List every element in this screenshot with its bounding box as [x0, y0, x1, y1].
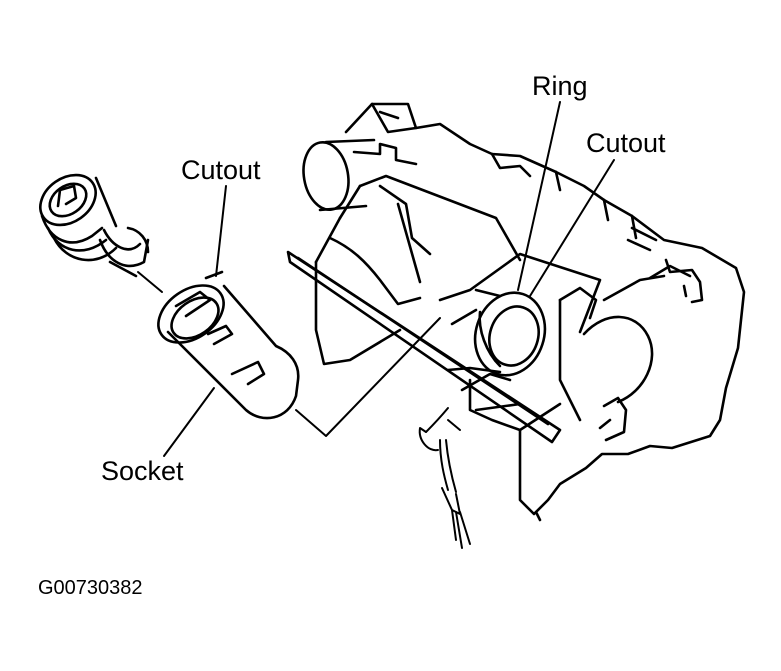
cutout-socket-label: Cutout: [181, 155, 261, 185]
socket-cylinder: [148, 272, 299, 418]
wire-harness: [420, 408, 470, 548]
lighter-knob: [31, 165, 148, 276]
cutout-ring-label: Cutout: [586, 128, 666, 158]
socket-label: Socket: [101, 456, 184, 486]
bezel-housing: [288, 104, 744, 520]
leader-lines: [164, 102, 614, 456]
ring-label: Ring: [532, 71, 588, 101]
figure-code: G00730382: [38, 577, 143, 599]
